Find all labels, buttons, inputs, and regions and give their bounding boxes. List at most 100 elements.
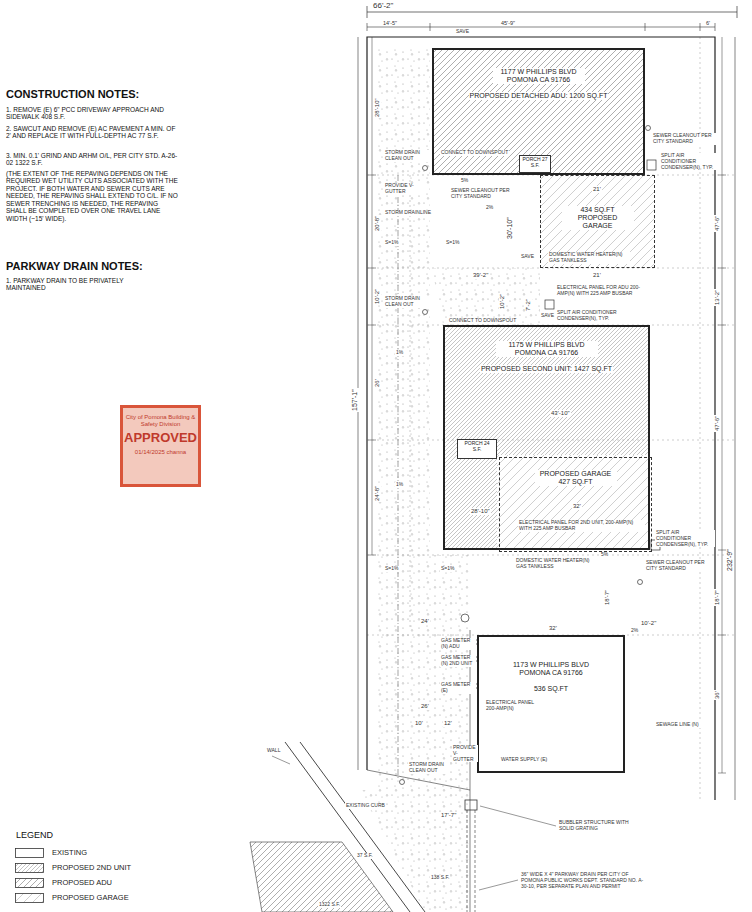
plan-note: 6' — [705, 20, 711, 26]
plan-note: 5% — [600, 552, 609, 558]
plan-note: 21' — [592, 186, 602, 193]
dimension-text: 18'-7" — [714, 589, 721, 606]
plan-note: 3. MIN. 0.1' GRIND AND ARHM O/L, PER CIT… — [5, 152, 179, 167]
stamp-text: City of Pomona Building & Safety Divisio… — [125, 414, 197, 428]
plan-note: PROVIDE V-GUTTER — [384, 183, 426, 195]
plan-note: 66'-2" — [372, 1, 394, 10]
plan-note: DOMESTIC WATER HEATER(N) GAS TANKLESS — [548, 252, 630, 264]
plan-note: 10'-2" — [640, 620, 657, 627]
plan-note: S=1% — [445, 240, 460, 246]
plan-note: SAVE — [520, 254, 535, 260]
dimension-tick — [367, 23, 715, 31]
dimension-text: 28'-10" — [374, 97, 381, 118]
plan-note: ELECTRICAL PANEL FOR 2ND UNIT, 200-AMP(N… — [518, 520, 645, 532]
plan-note: 37 S.F. — [356, 853, 374, 859]
plan-note: SEWER CLEANOUT PER CITY STANDARD — [645, 560, 709, 572]
legend-text: PROPOSED ADU — [52, 879, 112, 887]
node-text: PORCH 27 S.F. — [521, 157, 549, 169]
dimension-text: 13'-2" — [714, 289, 721, 306]
plan-note: 1% — [395, 482, 404, 488]
legend-text: EXISTING — [52, 849, 87, 857]
plan-note: 138 S.F. — [430, 875, 450, 881]
plan-note: LEGEND — [15, 830, 54, 840]
node-text: 1175 W PHILLIPS BLVD POMONA CA 91766 — [496, 341, 598, 357]
plan-note: S=1% — [384, 240, 399, 246]
plan-note: EXISTING CURB — [345, 803, 386, 809]
plan-note: WALL — [266, 748, 281, 754]
equipment — [400, 126, 661, 785]
dimension-tick — [737, 6, 738, 18]
grid-lines — [367, 37, 735, 800]
plan-note: 12' — [443, 720, 453, 727]
dashed-line — [367, 555, 735, 556]
plan-note: STORM DRAIN CLEAN OUT — [384, 296, 432, 308]
property-line — [367, 37, 715, 800]
dimension-text: 47'-6" — [714, 415, 721, 432]
note-heading: PARKWAY DRAIN NOTES: — [5, 260, 144, 273]
plan-note: 1322 S.F. — [318, 902, 341, 908]
plan-note: 10' — [414, 720, 424, 727]
adu-hatch — [432, 48, 645, 175]
house-ground — [477, 635, 625, 773]
legend-text: PROPOSED 2ND UNIT — [52, 864, 131, 872]
dimension-text: 20'-8" — [374, 215, 381, 232]
parkway-drain — [475, 810, 476, 912]
dimension-tick — [367, 6, 368, 18]
plan-note: 43'-10" — [550, 410, 571, 417]
node-text: 536 SQ.FT — [533, 685, 569, 693]
dimension-text: 232'-9" — [726, 548, 734, 572]
plan-note: SPLIT AIR CONDITIONER CONDENSER(N), TYP. — [556, 310, 643, 322]
legend-swatch — [15, 878, 45, 889]
dimension-text: 10'-2" — [374, 288, 381, 305]
curb-line — [300, 742, 425, 912]
legend-swatch — [15, 893, 45, 904]
plan-note: BUBBLER STRUCTURE WITH SOLID GRATING — [558, 820, 640, 832]
drive-line — [410, 175, 411, 630]
garage-ground — [497, 455, 650, 550]
plan-note: GAS METER (E) — [440, 682, 476, 694]
parkway-drain — [467, 810, 468, 912]
plan-note: SAVE — [540, 313, 555, 319]
leader-line — [272, 756, 290, 764]
north-arrow — [461, 614, 469, 622]
note-heading: CONSTRUCTION NOTES: — [5, 88, 140, 101]
plan-note: 5% — [460, 178, 469, 184]
building-outline: 1175 W PHILLIPS BLVD POMONA CA 91766PROP… — [443, 325, 650, 550]
plan-note: 17'-7" — [440, 812, 457, 819]
legend-sample — [16, 864, 44, 873]
porch-box: PORCH 24 S.F. — [457, 439, 497, 459]
cleanout-symbol — [646, 126, 651, 131]
cleanout-symbol — [423, 310, 428, 315]
curb-line — [285, 742, 410, 912]
dimension-text: 18'-7" — [604, 589, 611, 606]
dimension-text: 30'-10" — [506, 216, 514, 240]
legend-sample — [16, 849, 44, 858]
plan-note: 24' — [420, 618, 430, 625]
second-unit-hatch — [443, 325, 650, 550]
plan-note: SEWAGE LINE (N) — [655, 722, 702, 728]
plan-note: S=1% — [440, 566, 455, 572]
node-text: 1177 W PHILLIPS BLVD POMONA CA 91766 — [493, 68, 585, 84]
legend-swatch — [15, 848, 45, 859]
legend-swatch — [15, 863, 45, 874]
plan-note: 2% — [485, 205, 494, 211]
plan-note: STORM DRAIN CLEAN OUT — [408, 762, 450, 774]
cleanout-symbol — [400, 780, 405, 785]
dimension-line — [722, 37, 723, 773]
dimension-line — [367, 27, 715, 28]
leader-line — [479, 880, 518, 890]
garage-hatch — [497, 455, 650, 550]
dimension-text: 10'-2" — [499, 293, 506, 310]
plan-note: ELECTRICAL PANEL 200-AMP(N) — [485, 700, 537, 712]
plan-note: (THE EXTENT OF THE REPAVING DEPENDS ON T… — [5, 170, 179, 222]
cleanout-symbol — [423, 166, 428, 171]
plan-note: 36" WIDE X 4" PARKWAY DRAIN PER CITY OF … — [520, 872, 647, 889]
porch-box: PORCH 27 S.F. — [519, 155, 551, 173]
plan-note: SAVE — [455, 29, 470, 35]
ac-condenser — [545, 300, 554, 309]
node-text: 434 SQ.FT PROPOSED GARAGE — [562, 206, 634, 230]
node-text: PROPOSED GARAGE 427 SQ.FT — [535, 470, 617, 486]
storm-drainline — [398, 175, 399, 780]
plan-note: 39'-2" — [472, 272, 489, 279]
